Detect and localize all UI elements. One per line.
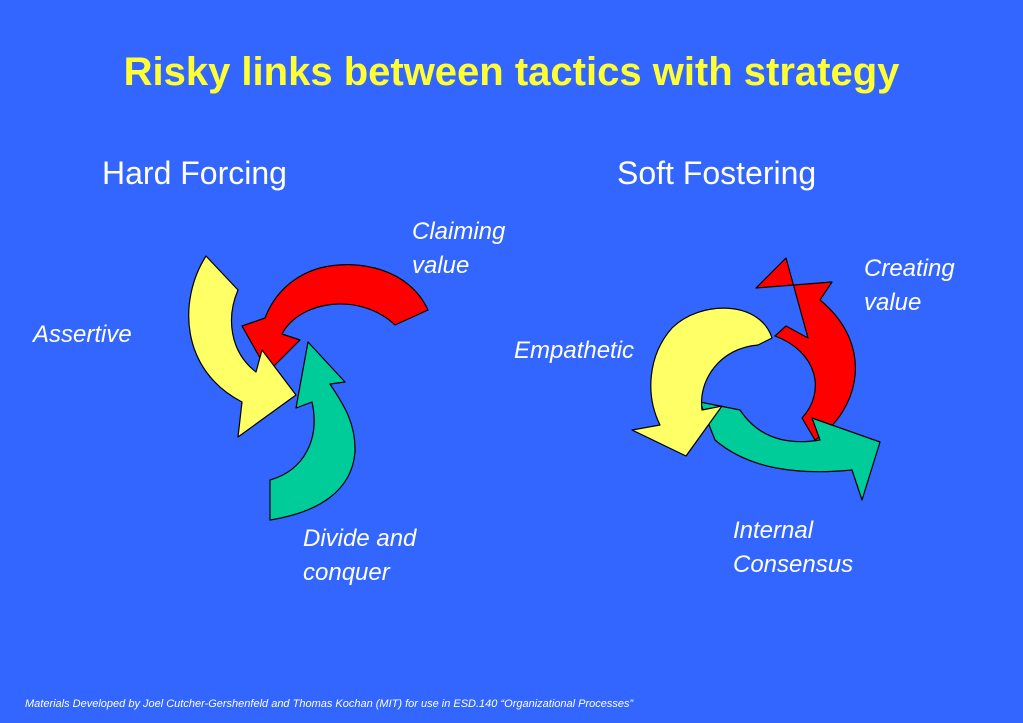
divide-and-conquer-label: Divide and conquer <box>303 525 417 586</box>
creating-value-arrow <box>755 257 856 441</box>
claiming-value-label: Claiming value <box>412 218 506 279</box>
soft-fostering-heading: Soft Fostering <box>617 155 817 191</box>
internal-consensus-label: Internal Consensus <box>733 517 854 578</box>
empathetic-label: Empathetic <box>514 337 635 364</box>
claiming-value-arrow <box>241 264 429 373</box>
assertive-label: Assertive <box>33 321 132 348</box>
divide-and-conquer-arrow <box>269 341 356 521</box>
assertive-arrow <box>188 255 297 438</box>
footer-credit: Materials Developed by Joel Cutcher-Gers… <box>25 698 634 710</box>
empathetic-arrow <box>631 307 773 457</box>
page-title: Risky links between tactics with strateg… <box>123 50 900 94</box>
creating-value-label: Creating value <box>864 255 955 316</box>
hard-forcing-heading: Hard Forcing <box>102 155 287 191</box>
internal-consensus-arrow <box>699 401 881 501</box>
